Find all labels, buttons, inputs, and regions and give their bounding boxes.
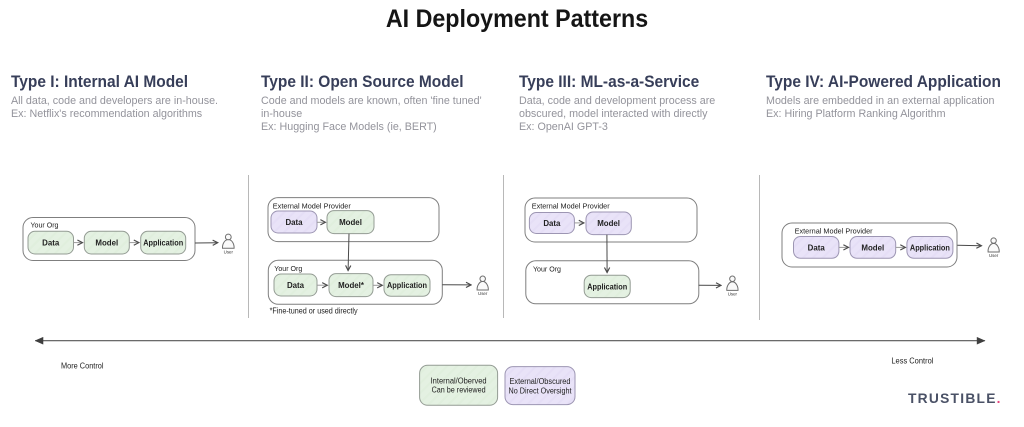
svg-text:User: User (224, 249, 234, 254)
svg-text:Application: Application (143, 239, 183, 248)
svg-text:Model: Model (597, 219, 620, 228)
svg-text:User: User (478, 291, 488, 296)
svg-text:Data: Data (42, 239, 60, 248)
svg-text:Application: Application (387, 281, 427, 290)
svg-text:Model: Model (95, 239, 118, 248)
svg-text:*Fine-tuned or used directly: *Fine-tuned or used directly (270, 306, 359, 316)
svg-text:Data: Data (285, 218, 303, 227)
svg-text:Can be reviewed: Can be reviewed (432, 386, 486, 395)
svg-text:Internal/Oberved: Internal/Oberved (431, 376, 487, 385)
svg-text:Data: Data (543, 219, 561, 228)
svg-text:External/Obscured: External/Obscured (510, 377, 571, 386)
svg-text:Model: Model (339, 218, 362, 227)
svg-text:More Control: More Control (61, 361, 104, 371)
svg-text:Your Org: Your Org (274, 264, 302, 273)
svg-text:Model*: Model* (338, 281, 365, 290)
svg-text:Data: Data (808, 243, 826, 252)
svg-text:Less Control: Less Control (891, 356, 933, 366)
svg-text:Your Org: Your Org (31, 221, 59, 230)
svg-text:No Direct Oversight: No Direct Oversight (509, 386, 573, 395)
svg-text:Model: Model (861, 243, 884, 252)
svg-text:Your Org: Your Org (533, 264, 561, 273)
svg-text:User: User (989, 253, 999, 258)
svg-text:Application: Application (910, 243, 950, 252)
svg-text:External Model Provider: External Model Provider (795, 227, 873, 236)
svg-text:Data: Data (287, 281, 305, 290)
svg-text:User: User (728, 292, 738, 297)
svg-text:Application: Application (587, 282, 627, 291)
svg-text:External Model Provider: External Model Provider (532, 202, 610, 211)
svg-text:External Model Provider: External Model Provider (273, 201, 351, 210)
